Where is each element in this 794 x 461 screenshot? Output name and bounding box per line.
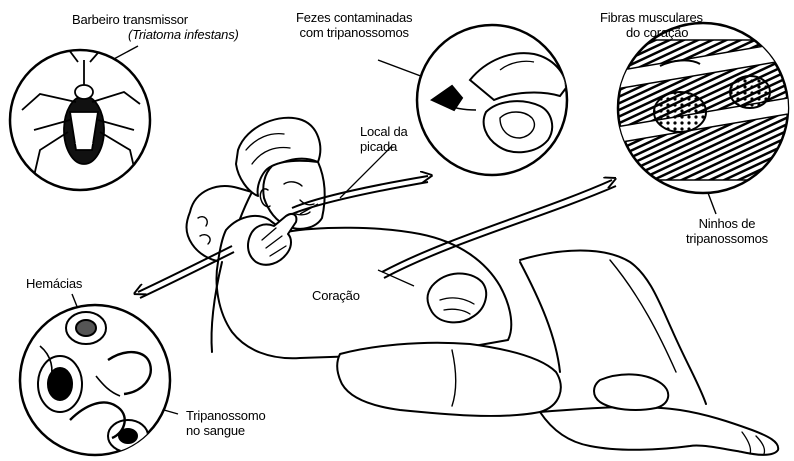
triatoma-bug-icon — [10, 46, 150, 190]
ninhos-line2: tripanossomos — [686, 231, 768, 246]
label-local-picada: Local da picada — [360, 124, 408, 154]
label-ninhos: Ninhos de tripanossomos — [686, 216, 768, 246]
local-line1: Local da — [360, 124, 408, 139]
fibras-line2: do coração — [600, 25, 703, 40]
fezes-line1: Fezes contaminadas — [296, 10, 412, 25]
barbeiro-title: Barbeiro transmissor — [72, 12, 239, 27]
label-barbeiro: Barbeiro transmissor (Triatoma infestans… — [72, 12, 239, 42]
barbeiro-species: (Triatoma infestans) — [72, 27, 239, 42]
tripanossomo-line2: no sangue — [186, 423, 266, 438]
label-fezes: Fezes contaminadas com tripanossomos — [296, 10, 412, 40]
heart-muscle-fibers-icon — [610, 23, 794, 193]
label-hemacias: Hemácias — [26, 276, 82, 291]
label-tripanossomo: Tripanossomo no sangue — [186, 408, 266, 438]
finger-feces-icon — [417, 25, 567, 175]
ninhos-line1: Ninhos de — [686, 216, 768, 231]
local-line2: picada — [360, 139, 408, 154]
label-coracao: Coração — [312, 288, 360, 303]
tripanossomo-line1: Tripanossomo — [186, 408, 266, 423]
fezes-line2: com tripanossomos — [296, 25, 412, 40]
label-fibras: Fibras musculares do coração — [600, 10, 703, 40]
fibras-line1: Fibras musculares — [600, 10, 703, 25]
blood-cells-icon — [20, 305, 170, 455]
